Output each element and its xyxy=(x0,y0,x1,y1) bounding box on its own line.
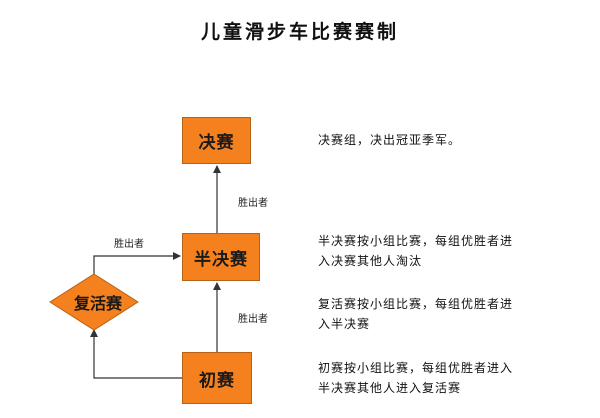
description-semifinal: 半决赛按小组比赛，每组优胜者进 入决赛其他人淘汰 xyxy=(318,231,513,271)
node-semifinal: 半决赛 xyxy=(182,233,260,281)
arrow-repechage-to-semifinal xyxy=(93,252,181,276)
page-title: 儿童滑步车比赛赛制 xyxy=(200,21,399,43)
description-final-line: 决赛组，决出冠亚季军。 xyxy=(318,133,462,147)
description-repechage: 复活赛按小组比赛，每组优胜者进 入半决赛 xyxy=(318,294,513,334)
edge-label-first-to-semifinal: 胜出者 xyxy=(238,314,268,325)
edge-label-semifinal-to-final: 胜出者 xyxy=(238,198,268,209)
description-repechage-line: 复活赛按小组比赛，每组优胜者进 xyxy=(318,297,514,311)
description-first-round-line: 初赛按小组比赛，每组优胜者进入 xyxy=(318,361,514,375)
node-repechage-label: 复活赛 xyxy=(73,294,122,313)
description-repechage-line: 入半决赛 xyxy=(318,317,371,331)
edge-label-repechage-to-semifinal: 胜出者 xyxy=(114,239,144,250)
description-semifinal-line: 半决赛按小组比赛，每组优胜者进 xyxy=(318,234,514,248)
description-semifinal-line: 入决赛其他人淘汰 xyxy=(318,254,423,268)
node-final: 决赛 xyxy=(182,117,251,164)
node-first-round: 初赛 xyxy=(182,352,252,404)
description-first-round-line: 半决赛其他人进入复活赛 xyxy=(318,381,462,395)
description-first-round: 初赛按小组比赛，每组优胜者进入 半决赛其他人进入复活赛 xyxy=(318,358,513,398)
arrow-first-to-repechage xyxy=(90,329,182,379)
description-final: 决赛组，决出冠亚季军。 xyxy=(318,130,461,150)
repechage-diamond xyxy=(49,273,139,331)
